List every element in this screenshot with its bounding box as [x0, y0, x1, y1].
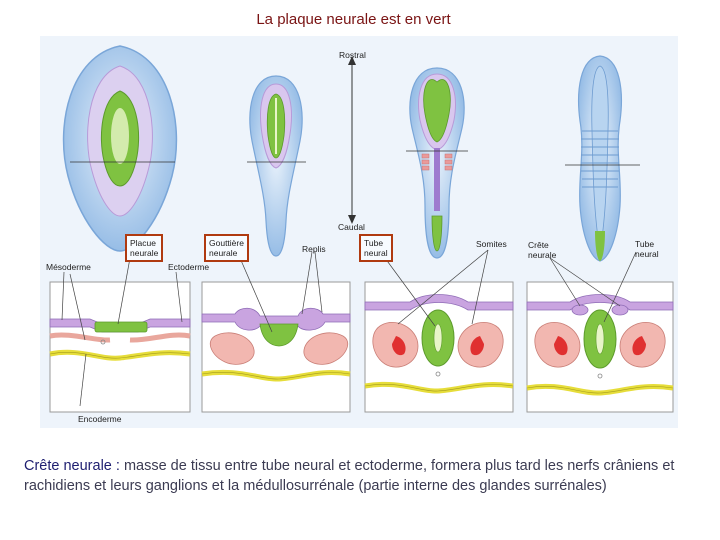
embryo-stage-tube: [406, 68, 468, 258]
neural-tube-diagram: Rostral Caudal Placue neurale Gouttière …: [40, 36, 678, 428]
label-neural-tube-boxed: Tube neural: [359, 234, 393, 262]
label-rostral: Rostral: [339, 50, 366, 60]
caption-term: Crête neurale :: [24, 458, 120, 474]
embryo-stage-groove: [247, 76, 306, 256]
label-ectoderm: Ectoderme: [168, 262, 209, 272]
caption: Crête neurale : masse de tissu entre tub…: [24, 456, 684, 496]
label-somites: Somites: [476, 239, 507, 249]
embryo-stage-plate: [64, 46, 177, 251]
label-folds: Replis: [302, 244, 326, 254]
label-endoderm: Encoderme: [78, 414, 121, 424]
caption-text: masse de tissu entre tube neural et ecto…: [24, 458, 674, 494]
label-neural-tube: Tube neural: [635, 239, 659, 259]
embryo-stage-crest: [565, 56, 640, 261]
label-mesoderm: Mésoderme: [46, 262, 91, 272]
slide-title: La plaque neurale est en vert: [0, 11, 707, 28]
label-caudal: Caudal: [338, 222, 365, 232]
label-neural-crest: Crête neurale: [528, 240, 556, 260]
label-neural-plate: Placue neurale: [125, 234, 163, 262]
rostral-caudal-axis: [348, 56, 356, 224]
embryo-illustration: [40, 36, 678, 428]
label-neural-groove: Gouttière neurale: [204, 234, 249, 262]
